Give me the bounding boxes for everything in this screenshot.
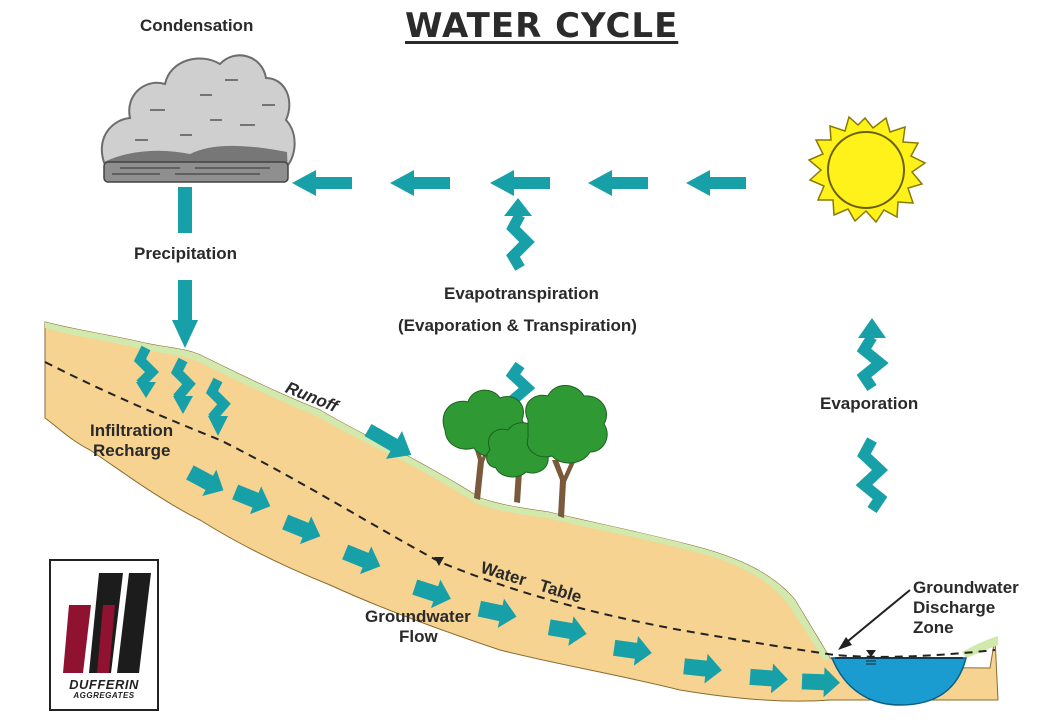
- discharge-pond: [830, 657, 967, 706]
- logo-subtitle: AGGREGATES: [73, 691, 135, 700]
- logo-name: DUFFERIN: [69, 677, 139, 692]
- trees: [442, 385, 608, 518]
- runoff-arrow: [364, 423, 412, 459]
- evaporation-label: Evaporation: [820, 394, 919, 413]
- cloud: [100, 54, 296, 183]
- discharge-zone-label-3: Zone: [913, 618, 954, 637]
- evapotranspiration-detail-label: (Evaporation & Transpiration): [398, 316, 637, 335]
- discharge-zone-label-1: Groundwater: [913, 578, 1019, 597]
- discharge-zone-label-2: Discharge: [913, 598, 996, 617]
- condensation-label: Condensation: [140, 16, 254, 35]
- groundwater-flow-label-2: Flow: [399, 627, 438, 646]
- evapotranspiration-arrows: [504, 198, 536, 405]
- sun: [807, 115, 927, 224]
- precipitation-arrows: [172, 187, 198, 348]
- diagram-title: WATER CYCLE: [405, 6, 679, 46]
- evaporation-arrows: [855, 318, 889, 514]
- discharge-pointer: [841, 589, 911, 647]
- infiltration-label: Infiltration: [90, 421, 174, 440]
- evaporation-flow-arrows: [292, 170, 746, 196]
- groundwater-flow-label-1: Groundwater: [365, 607, 471, 626]
- dufferin-logo: DUFFERIN AGGREGATES: [49, 559, 159, 711]
- logo-mark: [63, 573, 151, 673]
- precipitation-label: Precipitation: [134, 244, 237, 263]
- infiltration-arrows: [133, 345, 231, 436]
- water-table-line: [44, 361, 996, 658]
- evapotranspiration-label: Evapotranspiration: [444, 284, 599, 303]
- recharge-label: Recharge: [93, 441, 171, 460]
